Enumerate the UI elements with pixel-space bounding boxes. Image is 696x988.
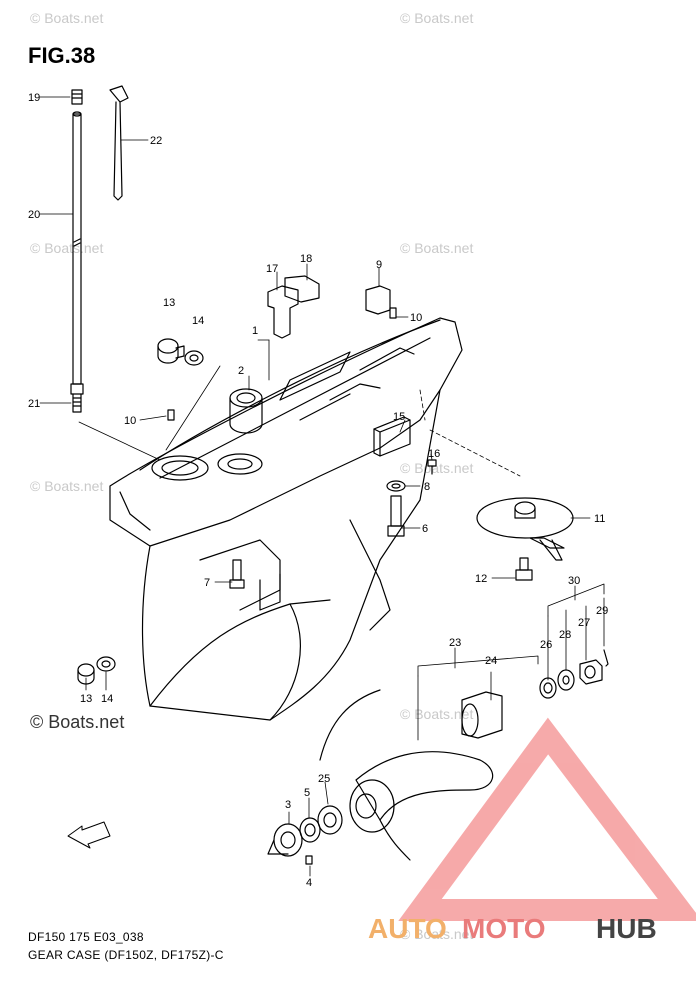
part-16-bolt (427, 459, 437, 475)
watermark-large: © Boats.net (30, 712, 125, 732)
part-26-washer (539, 677, 557, 699)
callout-14b: 14 (101, 693, 113, 705)
part-11-trim-tab (476, 497, 574, 561)
part-6-bolt (387, 495, 405, 537)
callout-4: 4 (306, 877, 312, 889)
callout-13: 13 (163, 297, 175, 309)
brand-auto: AUTO (368, 913, 447, 944)
callout-8: 8 (424, 481, 430, 493)
callout-10: 10 (124, 415, 136, 427)
callout-18: 18 (300, 253, 312, 265)
watermark: © Boats.net (30, 478, 104, 494)
callout-7: 7 (204, 577, 210, 589)
callout-22: 22 (150, 135, 162, 147)
part-19-clip (71, 89, 83, 105)
part-8-washer (386, 480, 406, 492)
part-17-18-brackets (267, 275, 320, 339)
callout-15: 15 (393, 411, 405, 423)
watermark: © Boats.net (30, 240, 104, 256)
figure-name: GEAR CASE (DF150Z, DF175Z)-C (28, 948, 224, 962)
callout-25: 25 (318, 773, 330, 785)
callout-19: 19 (28, 92, 40, 104)
callout-21: 21 (28, 398, 40, 410)
leader-lines (39, 96, 605, 877)
part-10-pin (167, 409, 175, 421)
part-25-spacer (317, 805, 343, 835)
brand-triangle-logo (398, 717, 696, 921)
callout-14: 14 (192, 315, 204, 327)
brand-moto: MOTO (462, 913, 545, 944)
part-7-bolt (229, 559, 245, 589)
callout-labels: 19 22 20 21 13 14 1 2 10 17 18 9 10 15 1… (28, 92, 608, 889)
part-21-fitting (70, 383, 84, 413)
callout-13b: 13 (80, 693, 92, 705)
watermark: © Boats.net (400, 10, 474, 26)
brand-hub: HUB (596, 913, 657, 944)
watermark: © Boats.net (30, 10, 104, 26)
part-24-bearing-housing (461, 691, 503, 739)
callout-11: 11 (594, 513, 605, 525)
callout-10b: 10 (410, 312, 422, 324)
watermark: © Boats.net (400, 240, 474, 256)
callout-28: 28 (559, 629, 571, 641)
part-14-washer (184, 350, 204, 366)
callout-1: 1 (252, 325, 258, 337)
part-9-cap (365, 285, 391, 315)
part-4-pin (305, 855, 313, 865)
callout-17: 17 (266, 263, 278, 275)
part-29-cotter-pin (603, 649, 609, 667)
callout-23: 23 (449, 637, 461, 649)
part-23-propeller (319, 689, 494, 861)
part-15-block (373, 416, 411, 457)
part-22-cable-tie (109, 85, 129, 201)
part-14-lower-washer (96, 656, 116, 672)
part-27-nut (579, 659, 603, 685)
gear-case-body (109, 317, 463, 721)
part-28-washer (557, 669, 575, 691)
callout-16: 16 (428, 448, 440, 460)
part-3-nut (267, 823, 303, 857)
fwd-arrow-icon (67, 821, 111, 849)
watermark: © Boats.net (400, 460, 474, 476)
callout-30: 30 (568, 575, 580, 587)
figure-code: DF150 175 E03_038 (28, 930, 144, 944)
callout-2: 2 (238, 365, 244, 377)
callout-12: 12 (475, 573, 487, 585)
part-5-washer (299, 817, 321, 843)
callout-24: 24 (485, 655, 497, 667)
callout-5: 5 (304, 787, 310, 799)
figure-title: FIG.38 (28, 43, 96, 68)
callout-9: 9 (376, 259, 382, 271)
callout-3: 3 (285, 799, 291, 811)
callout-20: 20 (28, 209, 40, 221)
part-13-plug (157, 338, 185, 364)
callout-27: 27 (578, 617, 590, 629)
callout-6: 6 (422, 523, 428, 535)
part-10-pin (389, 307, 397, 319)
watermark: © Boats.net (400, 926, 474, 942)
callout-29: 29 (596, 605, 608, 617)
part-12-bolt (515, 557, 533, 581)
brand-wordmark: AUTO MOTO HUB (368, 913, 657, 944)
callout-26: 26 (540, 639, 552, 651)
part-20-shift-rod (72, 111, 82, 385)
